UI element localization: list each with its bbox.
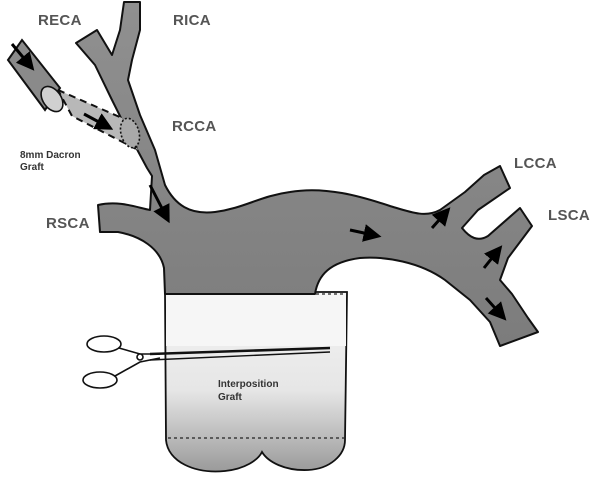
- aortic-arch: [76, 2, 538, 346]
- label-rcca: RCCA: [172, 118, 217, 135]
- label-rica: RICA: [173, 12, 211, 29]
- label-dacron-graft: 8mm Dacron Graft: [20, 150, 81, 174]
- label-interposition-line1: Interposition: [218, 378, 279, 391]
- label-interposition-line2: Graft: [218, 391, 279, 404]
- clamp-hinge: [137, 354, 143, 360]
- label-interposition-graft: Interposition Graft: [218, 378, 279, 404]
- label-lsca: LSCA: [548, 207, 590, 224]
- label-dacron-line1: 8mm Dacron: [20, 150, 81, 162]
- label-dacron-line2: Graft: [20, 162, 81, 174]
- clamp-handle-lower: [115, 358, 160, 376]
- clamp-ring-lower: [83, 372, 117, 388]
- label-reca: RECA: [38, 12, 82, 29]
- label-lcca: LCCA: [514, 155, 557, 172]
- clamp-ring-upper: [87, 336, 121, 352]
- interposition-graft-upper: [166, 294, 346, 346]
- label-rsca: RSCA: [46, 215, 90, 232]
